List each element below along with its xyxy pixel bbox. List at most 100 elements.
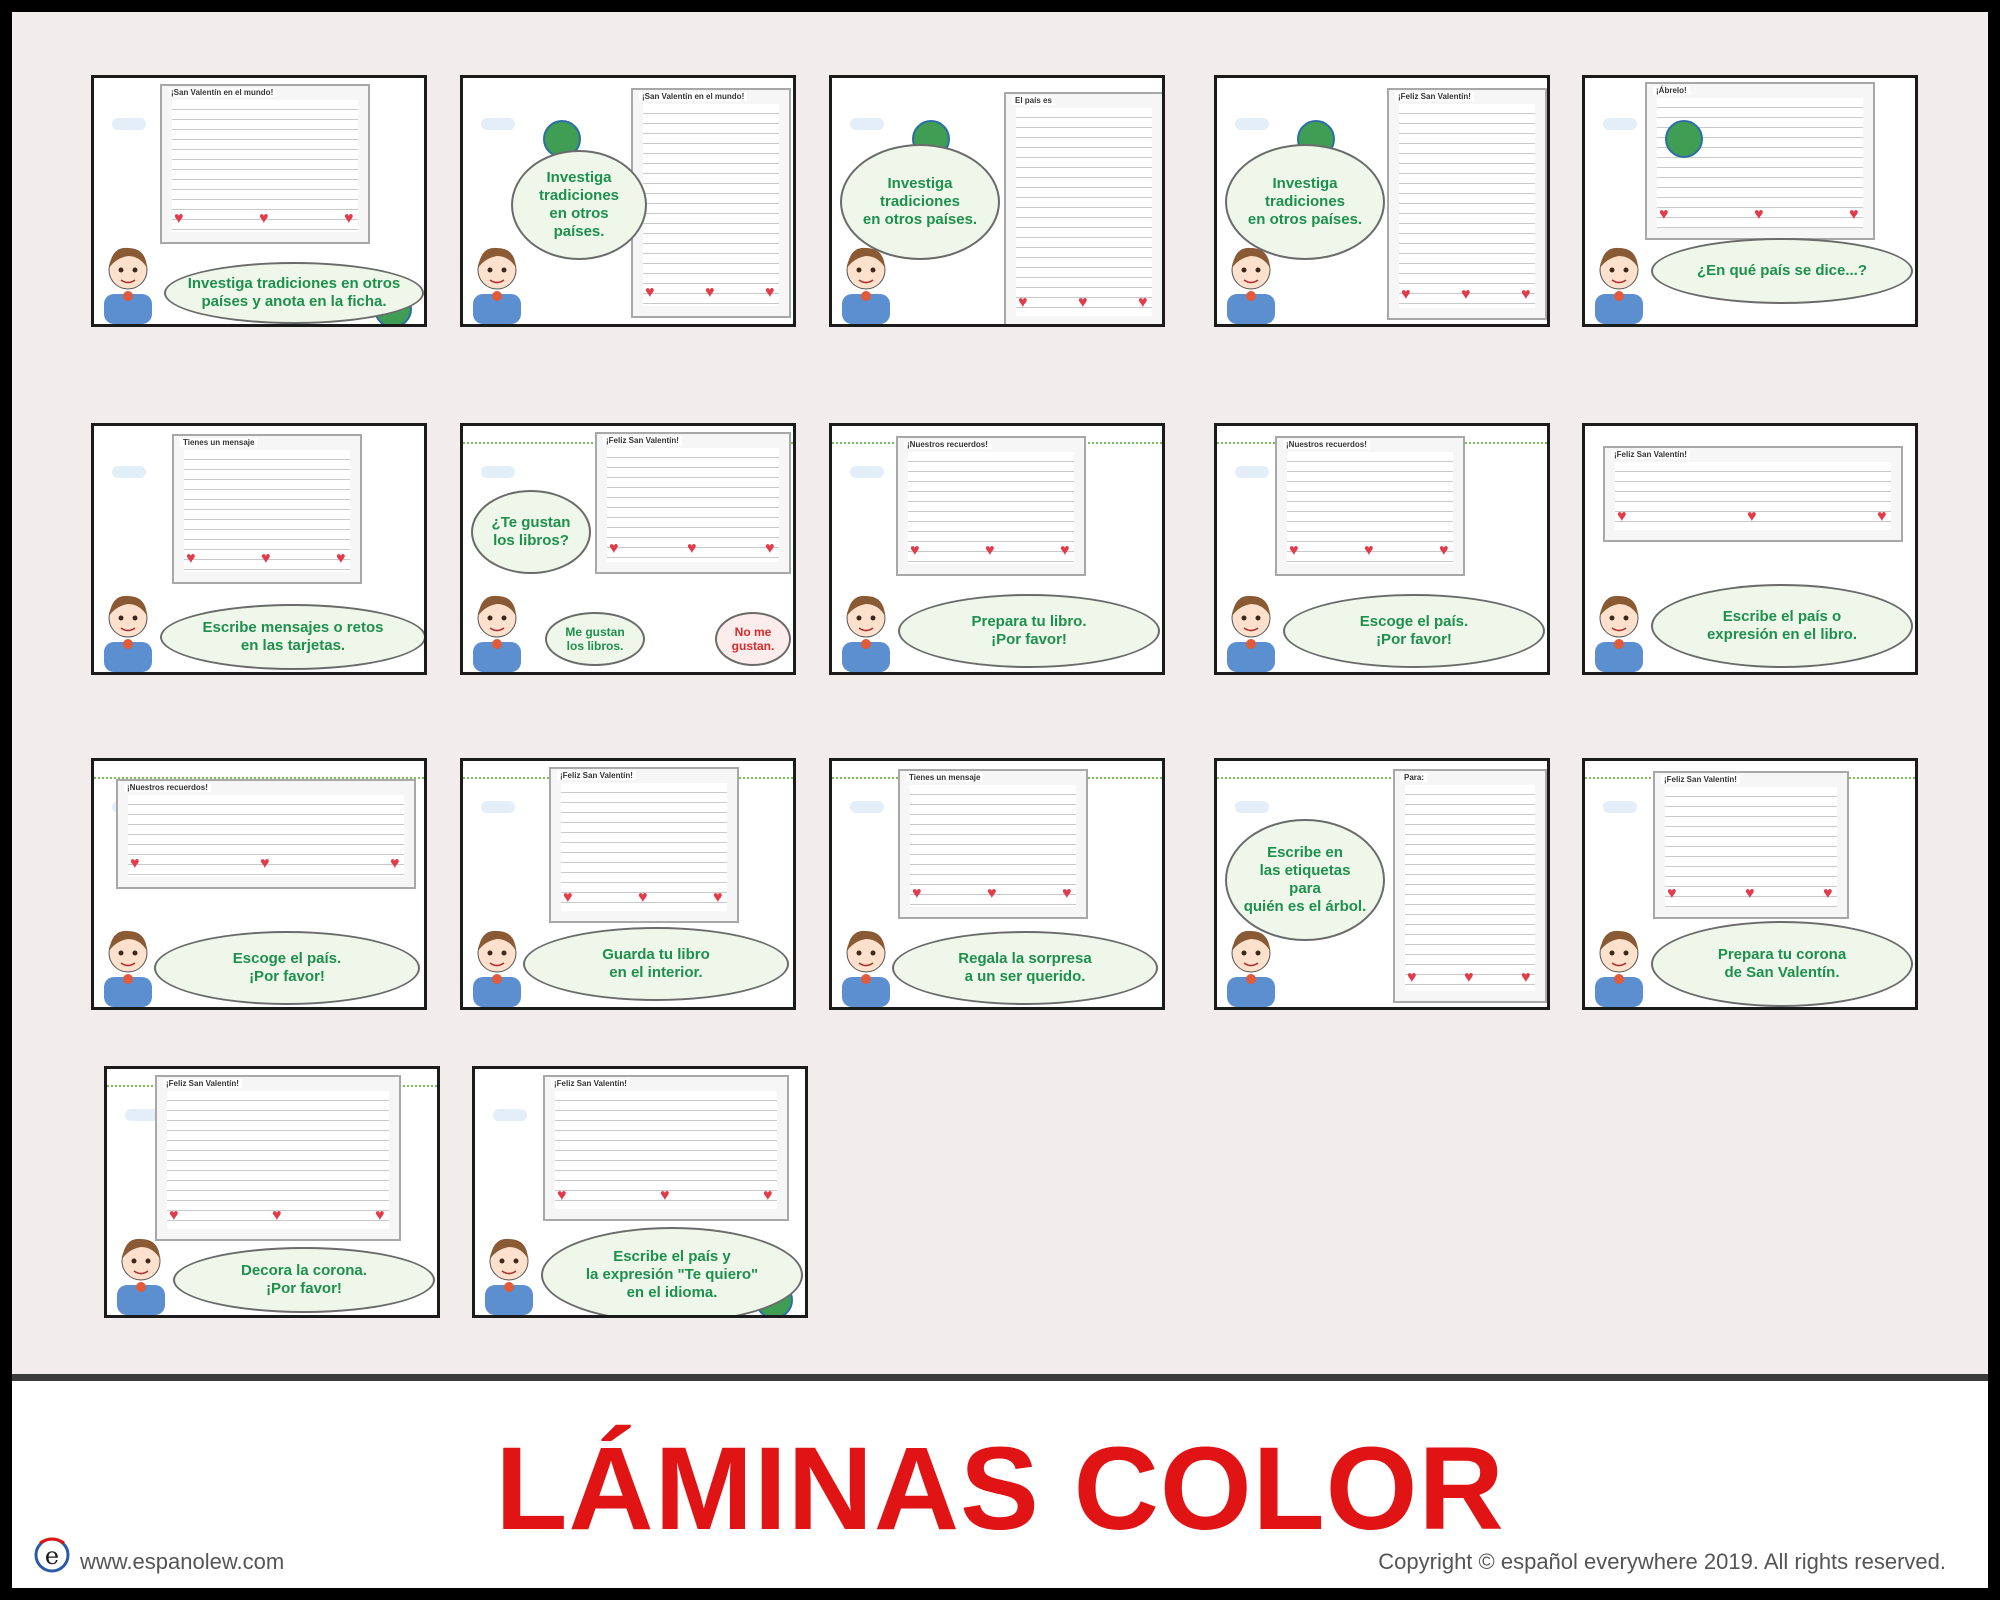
speech-bubble: Escribe mensajes o retos en las tarjetas… [160, 604, 424, 670]
heart-icon: ♥ [1754, 206, 1764, 223]
cloud-icon [481, 801, 515, 813]
heart-icon: ♥ [1849, 206, 1859, 223]
heart-icon: ♥ [609, 540, 619, 557]
heart-icon: ♥ [344, 210, 354, 227]
speech-bubble: Prepara tu libro. ¡Por favor! [898, 594, 1160, 668]
heart-icon: ♥ [130, 855, 140, 872]
slide-card-9[interactable]: ¡Nuestros recuerdos! ♥ ♥ ♥ Escoge el país. ¡… [1214, 423, 1550, 675]
heart-icon: ♥ [375, 1207, 385, 1224]
slide-card-16[interactable]: ¡Feliz San Valentín!♥♥♥Decora la corona.… [104, 1066, 440, 1318]
worksheet-lines [1665, 787, 1837, 907]
worksheet-lines [184, 450, 350, 572]
boy-character-icon [104, 930, 152, 1007]
speech-bubble: Investiga tradiciones en otros países. [1225, 144, 1385, 260]
worksheet-heading: ¡Feliz San Valentín! [557, 771, 636, 780]
worksheet-preview: Para:♥♥♥ [1393, 769, 1547, 1003]
heart-icon: ♥ [1461, 286, 1471, 303]
speech-bubble: Investiga tradiciones en otros países. [511, 150, 647, 260]
bubble-text: Escoge el país. ¡Por favor! [1359, 613, 1469, 648]
heart-icon: ♥ [1464, 969, 1474, 986]
slide-card-14[interactable]: Para:♥♥♥Escribe en las etiquetas para qu… [1214, 758, 1550, 1010]
garland-decoration [1217, 777, 1547, 781]
heart-icon: ♥ [390, 855, 400, 872]
worksheet-heading: Tienes un mensaje [906, 773, 984, 782]
bubble-text: Investiga tradiciones en otros países. [538, 169, 620, 240]
slide-card-6[interactable]: Tienes un mensaje♥♥♥Escribe mensajes o r… [91, 423, 427, 675]
worksheet-heading: ¡Feliz San Valentín! [1611, 450, 1690, 459]
slide-card-15[interactable]: ¡Feliz San Valentín!♥♥♥Prepara tu corona… [1582, 758, 1918, 1010]
slide-card-2[interactable]: ¡San Valentín en el mundo!♥♥♥Investiga t… [460, 75, 796, 327]
speech-bubble: Escoge el país. ¡Por favor! [1283, 594, 1545, 668]
heart-icon: ♥ [1439, 542, 1449, 559]
card-grid: ¡San Valentín en el mundo!♥♥♥Investiga t… [12, 12, 1988, 1374]
slide-card-13[interactable]: Tienes un mensaje♥♥♥Regala la sorpresa a… [829, 758, 1165, 1010]
boy-character-icon [473, 930, 521, 1007]
cloud-icon [1235, 466, 1269, 478]
heart-icon: ♥ [660, 1187, 670, 1204]
worksheet-lines [128, 795, 404, 877]
heart-icon: ♥ [1877, 508, 1887, 525]
worksheet-lines [555, 1091, 777, 1209]
bubble-text: Regala la sorpresa a un ser querido. [958, 950, 1092, 985]
bubble-text: Prepara tu corona de San Valentín. [1717, 946, 1847, 981]
heart-icon: ♥ [169, 1207, 179, 1224]
worksheet-lines [1657, 98, 1863, 228]
heart-icon: ♥ [638, 889, 648, 906]
worksheet-preview: ¡Feliz San Valentín!♥♥♥ [1603, 446, 1903, 542]
bubble-text: ¿En qué país se dice...? [1696, 262, 1868, 279]
bubble-text-dislike: No me gustan. [731, 625, 775, 653]
bubble-text: Guarda tu libro en el interior. [602, 946, 710, 981]
boy-character-icon [117, 1238, 165, 1315]
speech-bubble: Escribe en las etiquetas para quién es e… [1225, 819, 1385, 941]
heart-icon: ♥ [1289, 542, 1299, 559]
heart-icon: ♥ [705, 284, 715, 301]
slide-card-10[interactable]: ¡Feliz San Valentín!♥♥♥Escribe el país o… [1582, 423, 1918, 675]
bubble-text: Investiga tradiciones en otros países y … [187, 275, 401, 310]
cloud-icon [481, 118, 515, 130]
worksheet-lines [1615, 462, 1891, 530]
boy-character-icon [485, 1238, 533, 1315]
bubble-text: ¿Te gustan los libros? [491, 514, 571, 549]
slide-card-12[interactable]: ¡Feliz San Valentín!♥♥♥Guarda tu libro e… [460, 758, 796, 1010]
slide-card-8[interactable]: ¡Nuestros recuerdos!♥♥♥Prepara tu libro.… [829, 423, 1165, 675]
heart-icon: ♥ [645, 284, 655, 301]
heart-icon: ♥ [174, 210, 184, 227]
heart-icon: ♥ [1138, 294, 1148, 311]
worksheet-lines [1399, 104, 1535, 308]
website-link[interactable]: www.espanolew.com [80, 1549, 285, 1574]
worksheet-heading: ¡Feliz San Valentín! [1395, 92, 1474, 101]
slide-card-1[interactable]: ¡San Valentín en el mundo!♥♥♥Investiga t… [91, 75, 427, 327]
page-frame: ¡San Valentín en el mundo!♥♥♥Investiga t… [12, 12, 1988, 1588]
worksheet-heading: El país es [1012, 96, 1055, 105]
boy-character-icon [473, 595, 521, 672]
cloud-icon [112, 466, 146, 478]
boy-character-icon [104, 247, 152, 324]
heart-icon: ♥ [1521, 969, 1531, 986]
cloud-icon [1235, 801, 1269, 813]
speech-bubble-like: Me gustan los libros. [545, 612, 645, 666]
heart-icon: ♥ [912, 885, 922, 902]
worksheet-preview: ¡Feliz San Valentín!♥♥♥ [595, 432, 791, 574]
worksheet-heading: Tienes un mensaje [180, 438, 258, 447]
boy-character-icon [1595, 930, 1643, 1007]
slide-card-11[interactable]: ¡Nuestros recuerdos!♥♥♥Escoge el país. ¡… [91, 758, 427, 1010]
slide-card-5[interactable]: ¡Ábrelo!♥♥♥¿En qué país se dice...? [1582, 75, 1918, 327]
heart-icon: ♥ [336, 550, 346, 567]
slide-card-3[interactable]: El país es♥♥♥Investiga tradiciones en ot… [829, 75, 1165, 327]
worksheet-heading: ¡Nuestros recuerdos! [1283, 440, 1370, 449]
cloud-icon [125, 1109, 159, 1121]
slide-card-7[interactable]: ¡Feliz San Valentín!♥♥♥ ¿Te gustan los li… [460, 423, 796, 675]
cloud-icon [112, 118, 146, 130]
worksheet-heading: Para: [1401, 773, 1428, 782]
boy-character-icon [473, 247, 521, 324]
slide-card-4[interactable]: ¡Feliz San Valentín!♥♥♥Investiga tradici… [1214, 75, 1550, 327]
boy-character-icon [104, 595, 152, 672]
cloud-icon [1603, 801, 1637, 813]
worksheet-preview: ¡Feliz San Valentín!♥♥♥ [549, 767, 739, 923]
worksheet-heading: ¡Feliz San Valentín! [1661, 775, 1740, 784]
speech-bubble: Prepara tu corona de San Valentín. [1651, 921, 1913, 1007]
heart-icon: ♥ [1364, 542, 1374, 559]
cloud-icon [850, 118, 884, 130]
slide-card-17[interactable]: ¡Feliz San Valentín!♥♥♥Escribe el país y… [472, 1066, 808, 1318]
heart-icon: ♥ [1018, 294, 1028, 311]
